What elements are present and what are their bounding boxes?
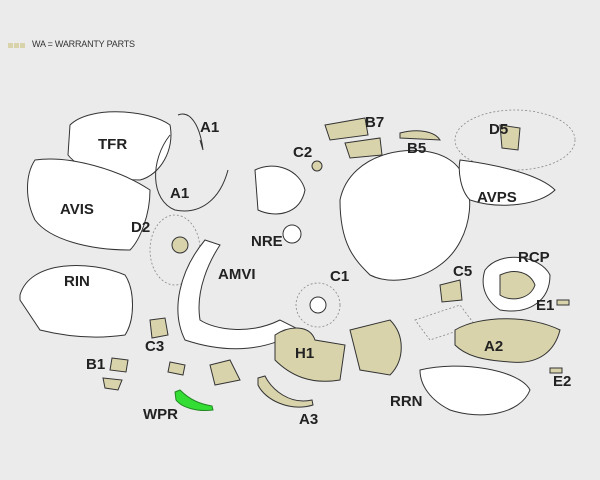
part-rrn[interactable] bbox=[419, 365, 531, 416]
label-c5[interactable]: C5 bbox=[453, 263, 472, 280]
label-e1[interactable]: E1 bbox=[536, 297, 554, 314]
label-b7[interactable]: B7 bbox=[365, 114, 384, 131]
part-d5-area[interactable] bbox=[454, 109, 576, 171]
part-rin[interactable] bbox=[19, 265, 133, 338]
part-a1-top[interactable] bbox=[177, 113, 204, 151]
label-h1[interactable]: H1 bbox=[295, 345, 314, 362]
part-b7[interactable] bbox=[324, 117, 369, 141]
part-wpr[interactable] bbox=[174, 389, 214, 411]
label-rin[interactable]: RIN bbox=[64, 273, 90, 290]
label-wpr[interactable]: WPR bbox=[143, 406, 178, 423]
label-avps[interactable]: AVPS bbox=[477, 189, 517, 206]
label-e2[interactable]: E2 bbox=[553, 373, 571, 390]
part-e2[interactable] bbox=[549, 367, 563, 374]
part-avps[interactable] bbox=[458, 159, 556, 206]
label-a3[interactable]: A3 bbox=[299, 411, 318, 428]
part-b5[interactable] bbox=[399, 130, 441, 141]
part-nre[interactable] bbox=[282, 224, 302, 244]
warranty-swatch bbox=[8, 35, 26, 53]
label-c1[interactable]: C1 bbox=[330, 268, 349, 285]
part-c2[interactable] bbox=[311, 160, 323, 172]
label-avis[interactable]: AVIS bbox=[60, 201, 94, 218]
part-b7-lower[interactable] bbox=[344, 137, 383, 159]
part-c3[interactable] bbox=[149, 317, 169, 339]
label-amvi[interactable]: AMVI bbox=[218, 266, 256, 283]
part-helmet-shell[interactable] bbox=[339, 149, 471, 281]
part-c3-b[interactable] bbox=[167, 361, 186, 376]
part-c1[interactable] bbox=[309, 296, 327, 314]
label-b1[interactable]: B1 bbox=[86, 356, 105, 373]
label-nre[interactable]: NRE bbox=[251, 233, 283, 250]
label-b5[interactable]: B5 bbox=[407, 140, 426, 157]
label-tfr[interactable]: TFR bbox=[98, 136, 127, 153]
label-a1-top[interactable]: A1 bbox=[200, 119, 219, 136]
part-c1-area[interactable] bbox=[295, 282, 341, 328]
part-a2[interactable] bbox=[454, 318, 561, 363]
warranty-legend: WA = WARRANTY PARTS bbox=[8, 35, 135, 53]
label-c3[interactable]: C3 bbox=[145, 338, 164, 355]
legend-text: WA = WARRANTY PARTS bbox=[32, 39, 135, 49]
label-d2[interactable]: D2 bbox=[131, 219, 150, 236]
part-d5[interactable] bbox=[499, 124, 521, 151]
label-a1-mid[interactable]: A1 bbox=[170, 185, 189, 202]
part-d2[interactable] bbox=[171, 236, 189, 254]
label-rcp[interactable]: RCP bbox=[518, 249, 550, 266]
part-a1-mid[interactable] bbox=[155, 134, 229, 212]
part-small-mechanism[interactable] bbox=[209, 359, 241, 386]
part-e1[interactable] bbox=[556, 299, 570, 306]
part-b1[interactable] bbox=[109, 357, 129, 373]
part-rcp-pad[interactable] bbox=[499, 271, 536, 300]
part-avis[interactable] bbox=[27, 158, 151, 251]
part-neck-pad[interactable] bbox=[349, 319, 402, 376]
label-a2[interactable]: A2 bbox=[484, 338, 503, 355]
part-a3[interactable] bbox=[257, 375, 314, 408]
part-h1[interactable] bbox=[274, 327, 346, 382]
label-d5[interactable]: D5 bbox=[489, 121, 508, 138]
label-rrn[interactable]: RRN bbox=[390, 393, 423, 410]
part-b1-b[interactable] bbox=[102, 377, 123, 391]
part-cheek-pad-top[interactable] bbox=[254, 165, 306, 215]
label-c2[interactable]: C2 bbox=[293, 144, 312, 161]
part-c5[interactable] bbox=[439, 279, 463, 303]
